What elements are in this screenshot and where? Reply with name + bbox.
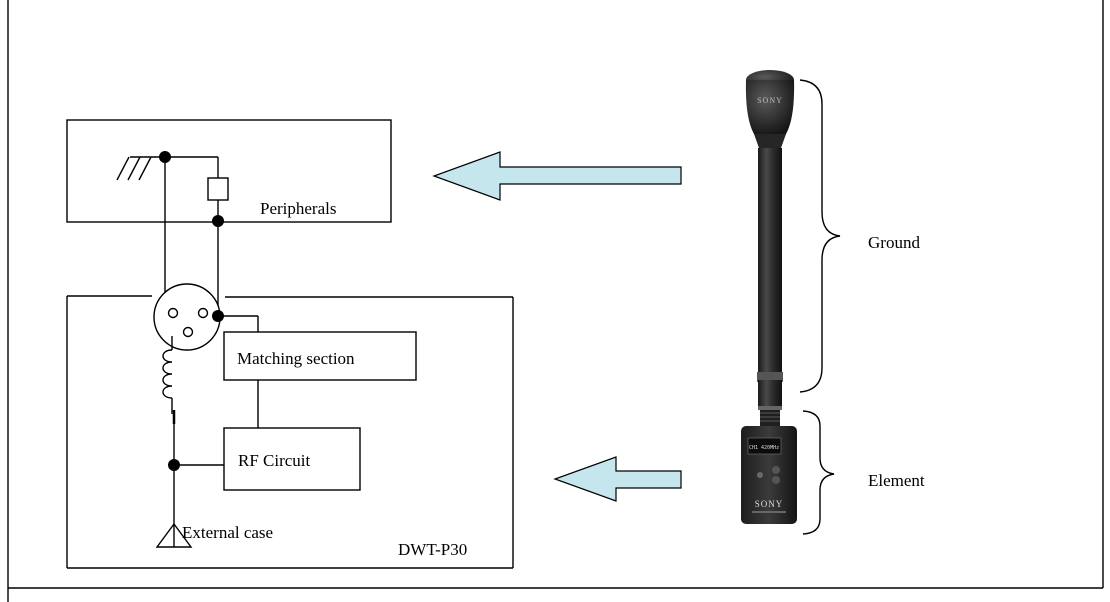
peripherals-block: Peripherals bbox=[66, 119, 392, 223]
transmitter-display: CH1 420MHz bbox=[749, 445, 779, 451]
element-label: Element bbox=[868, 471, 925, 490]
peripherals-label: Peripherals bbox=[260, 199, 336, 218]
transmitter-image: CH1 420MHz SONY bbox=[741, 426, 797, 524]
rf-circuit-block: RF Circuit bbox=[223, 427, 361, 491]
arrow-left-icon bbox=[553, 456, 682, 502]
model-label: DWT-P30 bbox=[398, 540, 467, 559]
external-case-label: External case bbox=[182, 523, 273, 542]
antenna-icon: External case bbox=[155, 522, 273, 548]
page-frame bbox=[7, 0, 1104, 602]
ground-symbol-icon bbox=[116, 156, 152, 181]
rf-circuit-label: RF Circuit bbox=[238, 451, 311, 470]
ground-label: Ground bbox=[868, 233, 920, 252]
microphone-image: SONY bbox=[745, 70, 795, 426]
ground-brace: Ground bbox=[799, 79, 920, 393]
dwt-p30-case: DWT-P30 bbox=[66, 295, 514, 569]
mic-brand-logo: SONY bbox=[757, 96, 783, 105]
junction-dot bbox=[159, 151, 171, 163]
transmitter-brand-logo: SONY bbox=[755, 499, 784, 509]
arrow-left-icon bbox=[432, 151, 682, 201]
matching-section-label: Matching section bbox=[237, 349, 355, 368]
element-brace: Element bbox=[802, 410, 925, 535]
inductor-icon bbox=[162, 336, 224, 524]
junction-dot bbox=[212, 215, 224, 227]
xlr-connector-icon bbox=[153, 283, 259, 351]
peripheral-wiring bbox=[116, 151, 229, 316]
matching-section-block: Matching section bbox=[223, 331, 417, 428]
